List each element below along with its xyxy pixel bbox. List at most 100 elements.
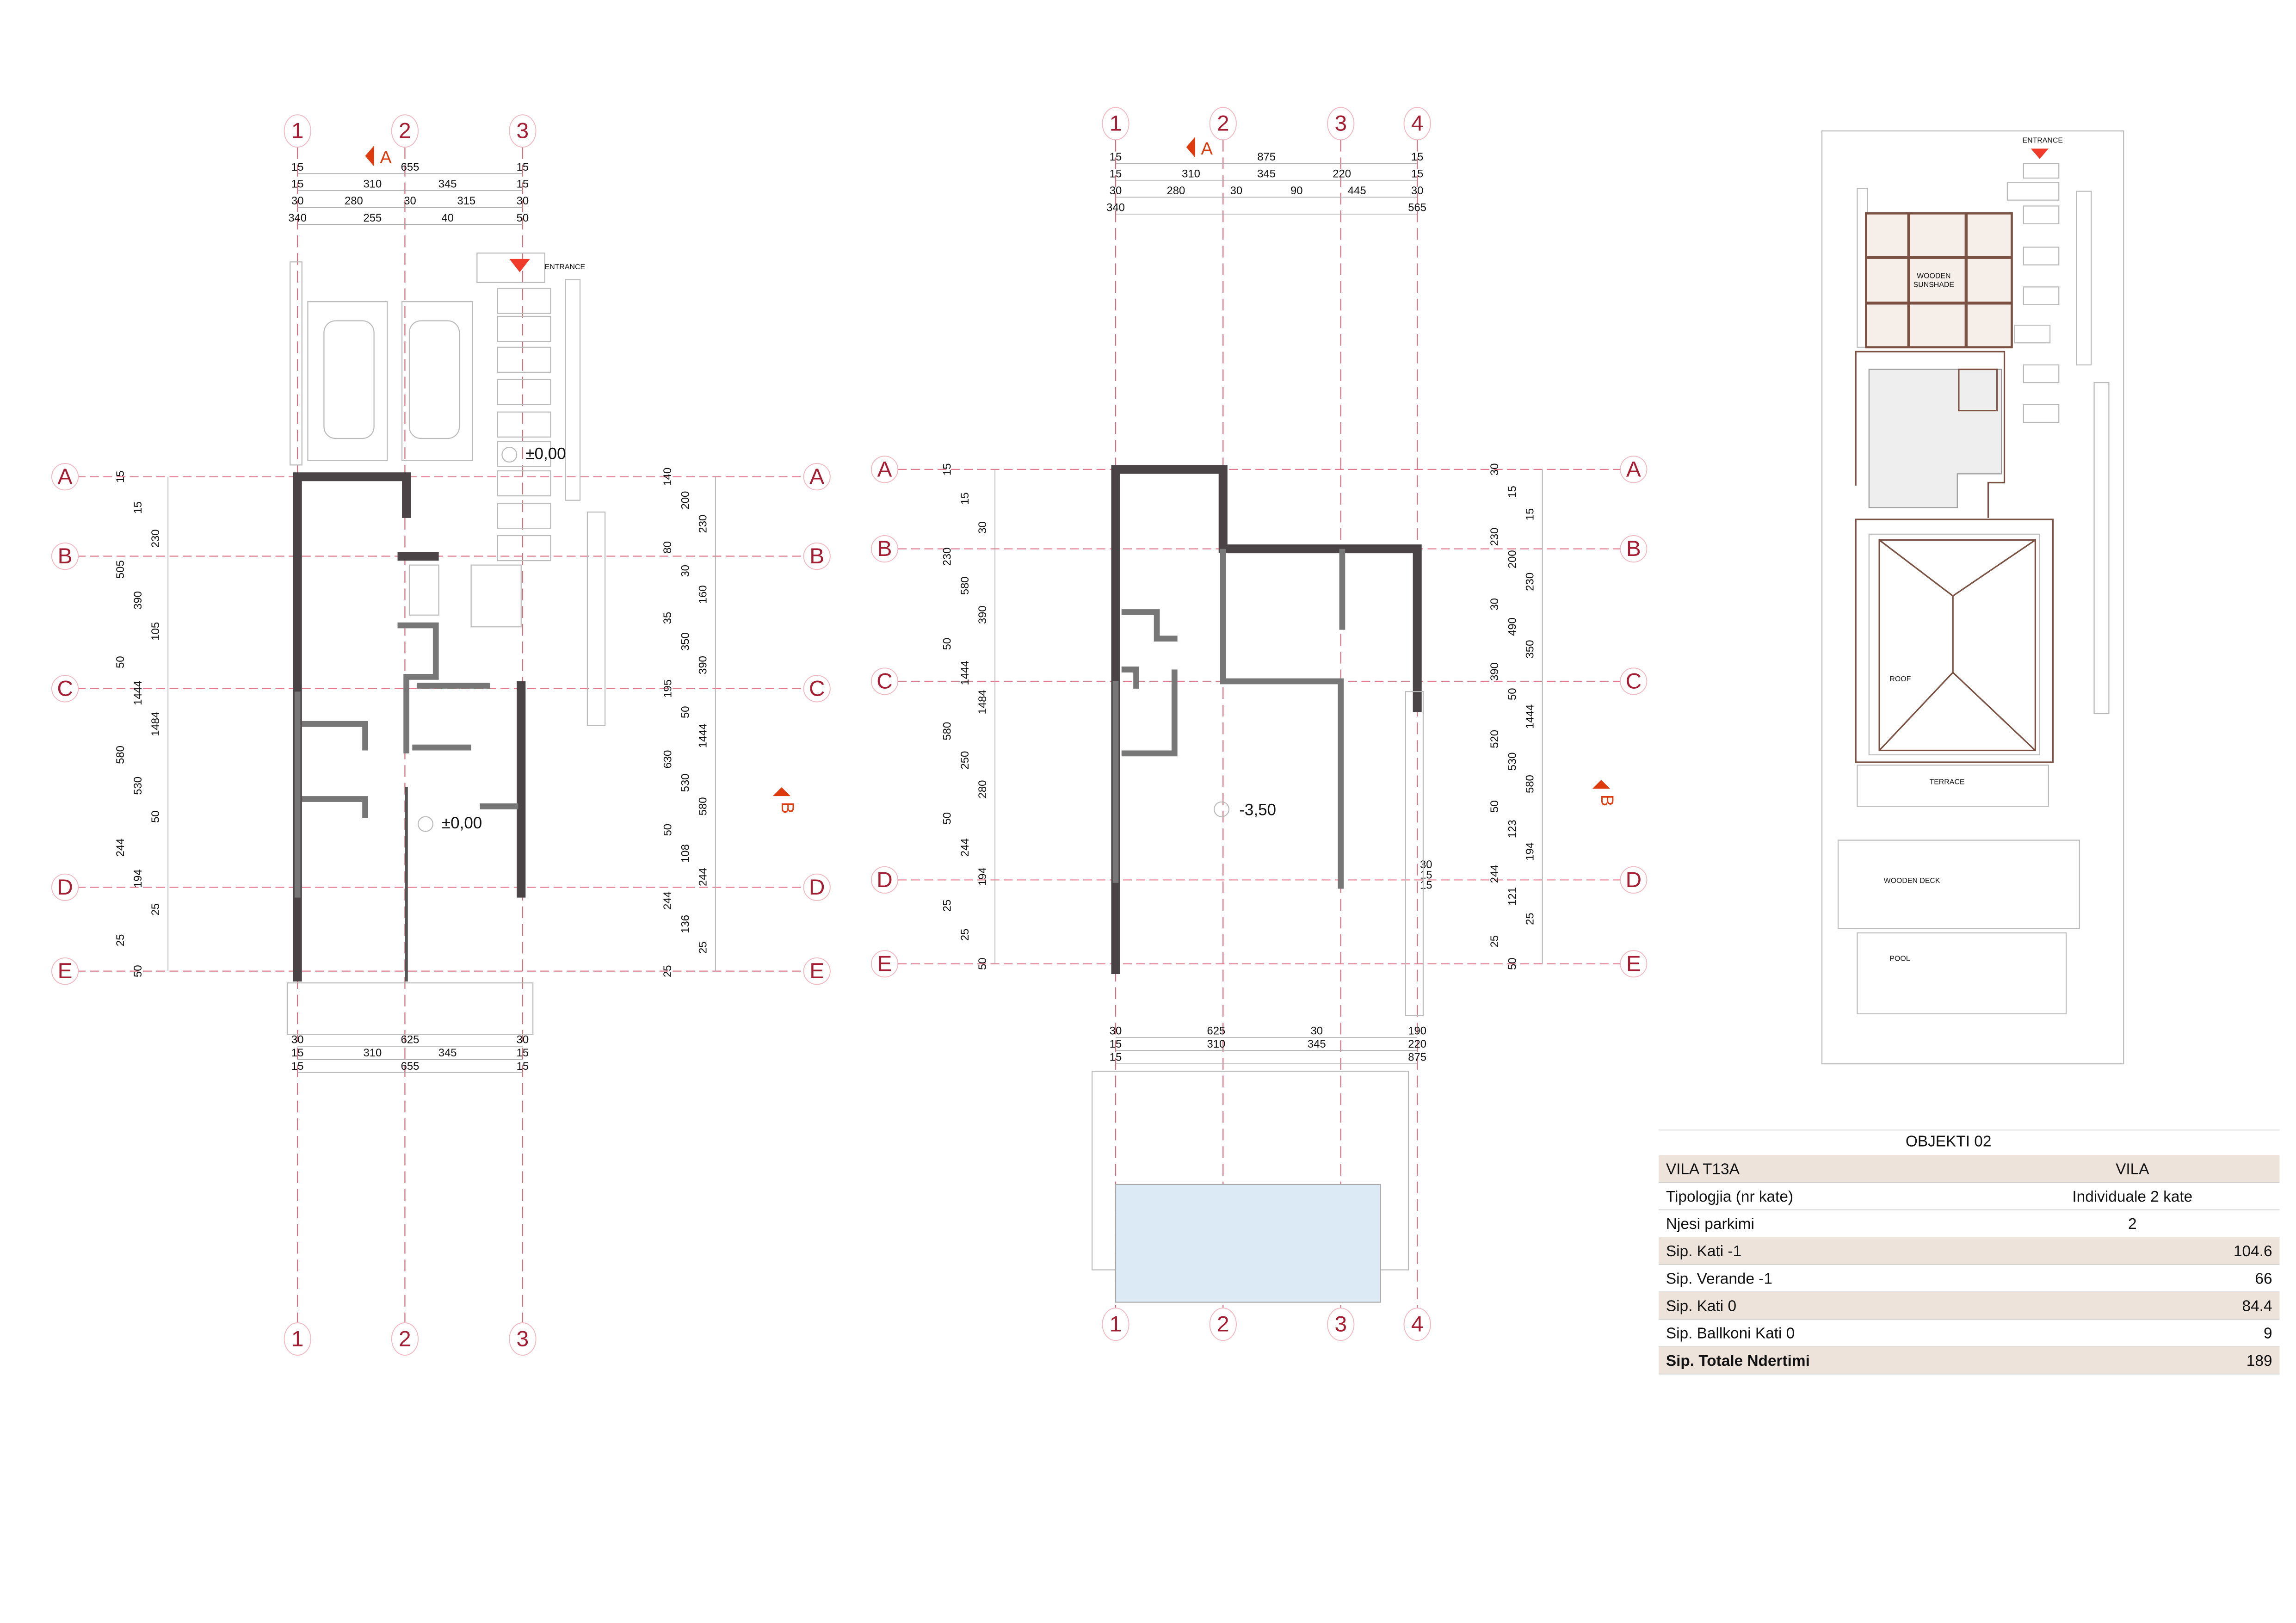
dimension-text: 244 — [697, 868, 710, 886]
parking-space-1 — [307, 301, 388, 461]
dimension-text: 505 — [114, 560, 127, 579]
entrance-arrow-icon — [509, 259, 530, 272]
entrance-step — [497, 502, 551, 529]
grid-label-row-d: D — [1626, 868, 1642, 892]
section-a-marker-icon — [365, 145, 374, 167]
dimension-text: 194 — [132, 869, 144, 888]
wall — [397, 622, 439, 753]
dimension-text: 345 — [1257, 167, 1276, 180]
boundary-wall — [290, 261, 302, 466]
dimension-text: 121 — [1506, 887, 1518, 906]
dimension-text: 310 — [364, 178, 382, 191]
dimension-text: 105 — [149, 622, 162, 641]
row-label: Sip. Totale Ndertimi — [1666, 1352, 1810, 1370]
dimension-text: 655 — [401, 1060, 420, 1073]
dimension-text: 15 — [517, 161, 529, 173]
elevation-label: -3,50 — [1239, 801, 1276, 819]
row-label: Sip. Ballkoni Kati 0 — [1666, 1325, 1795, 1342]
grid-bubble-col — [391, 114, 419, 148]
dimension-text: 194 — [1524, 842, 1537, 861]
sunshade-label-1: WOODEN — [1917, 272, 1950, 280]
grid-label-col-1: 1 — [291, 119, 304, 143]
grid-label-row-c: C — [809, 676, 825, 701]
dimension-text: 30 — [291, 195, 304, 207]
dimension-text: 30 — [1110, 1024, 1122, 1037]
grid-label-row-e: E — [809, 959, 824, 983]
elevation-label: ±0,00 — [525, 445, 566, 463]
row-label: Sip. Verande -1 — [1666, 1270, 1772, 1287]
dimension-text: 50 — [517, 212, 529, 224]
dimension-text: 15 — [959, 492, 971, 505]
dimension-text: 230 — [941, 548, 954, 566]
dimension-text: 108 — [679, 844, 691, 863]
grid-bubble-row — [51, 957, 79, 985]
dimension-text: 255 — [364, 212, 382, 224]
dimension-text: 25 — [941, 900, 954, 912]
row-shade — [1658, 1237, 2280, 1265]
grid-bubble-row — [803, 675, 831, 703]
grid-bubble-row — [803, 957, 831, 985]
grid-label-row-d: D — [876, 868, 892, 892]
dimension-text: 875 — [1408, 1051, 1426, 1064]
dimension-text: 390 — [1488, 662, 1501, 681]
grid-label-row-e: E — [877, 951, 892, 976]
dimension-text: 15 — [291, 178, 304, 191]
dimension-text: 490 — [1506, 617, 1518, 636]
stone-paving — [1868, 369, 2002, 508]
dimension-text: 310 — [364, 1047, 382, 1059]
grid-bubble-row — [803, 542, 831, 570]
grid-label-row-e: E — [1626, 951, 1641, 976]
dimension-text: 244 — [661, 891, 674, 910]
dimension-text: 80 — [661, 541, 674, 554]
grid-label-row-e: E — [58, 959, 73, 983]
dimension-text: 15 — [517, 1047, 529, 1059]
grid-bubble-col — [1102, 107, 1129, 141]
entrance-steps — [2006, 163, 2060, 423]
grid-label-col-1: 1 — [1110, 111, 1122, 136]
entrance-step — [497, 288, 551, 314]
grid-label-col-4: 4 — [1411, 111, 1424, 136]
dimension-text: 580 — [941, 722, 954, 741]
grid-bubble-row — [870, 866, 899, 894]
dimension-text: 30 — [517, 1034, 529, 1046]
dimension-text: 15 — [1110, 151, 1122, 163]
terrace — [286, 982, 534, 1035]
grid-bubble-col — [284, 114, 311, 148]
dimension-text: 30 — [1411, 185, 1424, 197]
dimension-text: 230 — [697, 515, 710, 533]
row-value: 84.4 — [2242, 1298, 2272, 1315]
dimension-text: 136 — [679, 915, 691, 933]
grid-bubble-row — [870, 667, 899, 695]
dimension-text: 200 — [1506, 550, 1518, 568]
dimension-text: 340 — [1106, 202, 1125, 214]
dimension-text: 90 — [1290, 185, 1303, 197]
dimension-text: 40 — [441, 212, 454, 224]
grid-bubble-row — [870, 535, 899, 563]
dimension-text: 580 — [697, 797, 710, 815]
dimension-text: 15 — [1420, 869, 1432, 881]
exterior-wall — [293, 472, 411, 981]
dimension-text: 630 — [661, 750, 674, 769]
dimension-text: 280 — [1167, 185, 1185, 197]
row-label: Njesi parkimi — [1666, 1216, 1754, 1233]
grid-label-col-3: 3 — [517, 1327, 529, 1351]
dimension-text: 160 — [697, 585, 710, 604]
dimension-text: 580 — [959, 576, 971, 595]
entrance-label: ENTRANCE — [545, 263, 585, 271]
grid-bubble-col — [1403, 107, 1431, 141]
grid-label-row-d: D — [809, 875, 825, 900]
dimension-text: 244 — [959, 838, 971, 857]
site-boundary — [1821, 130, 2124, 1065]
dimension-text: 565 — [1408, 202, 1426, 214]
table-row: Tipologjia (nr kate)Individuale 2 kate — [1658, 1188, 2280, 1210]
dimension-text: 50 — [1506, 958, 1518, 970]
dimension-text: 280 — [976, 780, 989, 799]
wall — [1121, 666, 1139, 689]
grid-bubble-row — [803, 873, 831, 901]
dimension-text: 30 — [1488, 463, 1501, 476]
dimension-text: 875 — [1257, 151, 1276, 163]
grid-bubble-row — [870, 950, 899, 978]
